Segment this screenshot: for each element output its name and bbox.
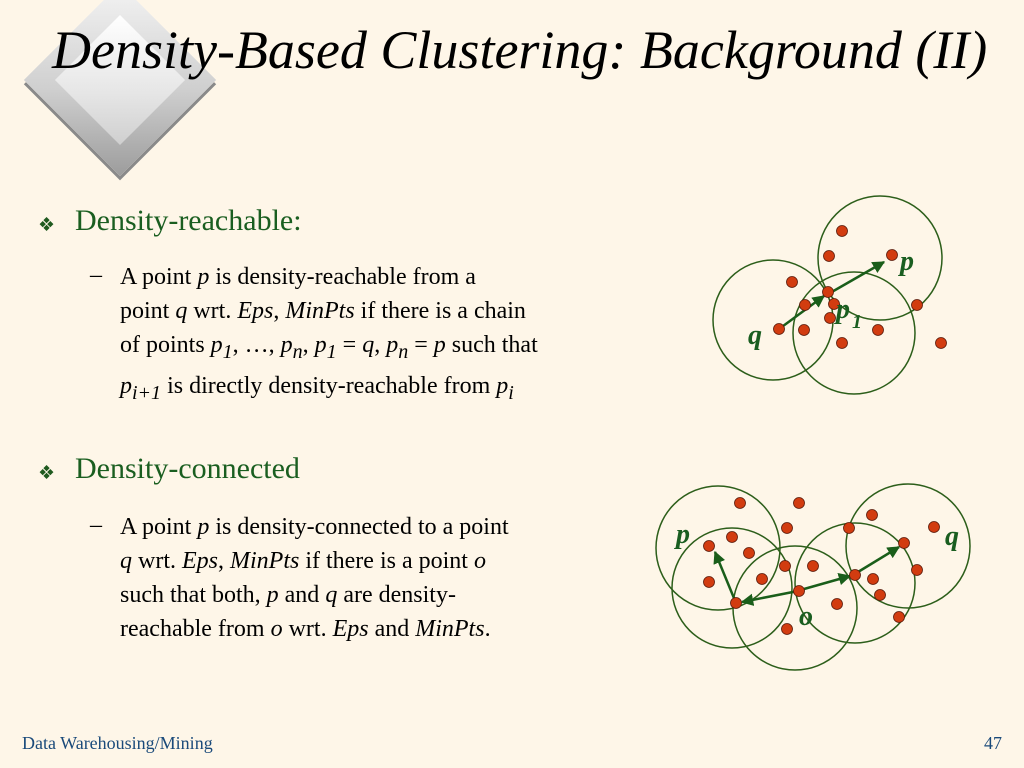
sub-bullet-density-connected: A point p is density-connected to a poin… bbox=[120, 514, 509, 642]
data-points bbox=[773, 225, 947, 349]
bullet-diamond-icon: ❖ bbox=[38, 463, 56, 484]
label-q: q bbox=[748, 320, 762, 351]
reach-arrow bbox=[713, 550, 738, 604]
label-p: p bbox=[674, 519, 690, 550]
reach-arrow bbox=[857, 545, 901, 574]
data-points bbox=[703, 497, 940, 635]
eps-circle bbox=[794, 522, 916, 644]
bullet-diamond-icon: ❖ bbox=[38, 215, 56, 236]
diagram-density-connected: p q o bbox=[655, 483, 971, 671]
eps-circle bbox=[792, 271, 916, 395]
reach-arrow bbox=[778, 294, 826, 331]
label-p1-subscript: 1 bbox=[852, 311, 862, 333]
eps-circle bbox=[671, 527, 793, 649]
slide-title: Density-Based Clustering: Background (II… bbox=[52, 20, 988, 80]
eps-circle bbox=[712, 259, 834, 381]
eps-circle bbox=[817, 195, 943, 321]
footer-page-number: 47 bbox=[984, 733, 1002, 753]
footer-course-name: Data Warehousing/Mining bbox=[22, 733, 213, 753]
label-o: o bbox=[799, 601, 813, 632]
reach-arrow bbox=[829, 260, 886, 295]
reach-arrow bbox=[740, 589, 799, 606]
reach-arrow bbox=[803, 573, 852, 591]
bullet-heading-density-reachable: Density-reachable: bbox=[75, 204, 302, 237]
diagram-density-reachable: p p 1 q bbox=[712, 195, 947, 395]
bullet-heading-density-connected: Density-connected bbox=[75, 452, 300, 485]
sub-bullet-dash: – bbox=[90, 512, 102, 538]
eps-circle bbox=[655, 485, 781, 611]
label-q: q bbox=[945, 521, 959, 552]
sub-bullet-dash: – bbox=[90, 262, 102, 288]
label-p1: p bbox=[834, 294, 850, 325]
eps-circle bbox=[845, 483, 971, 609]
label-p: p bbox=[898, 246, 914, 277]
